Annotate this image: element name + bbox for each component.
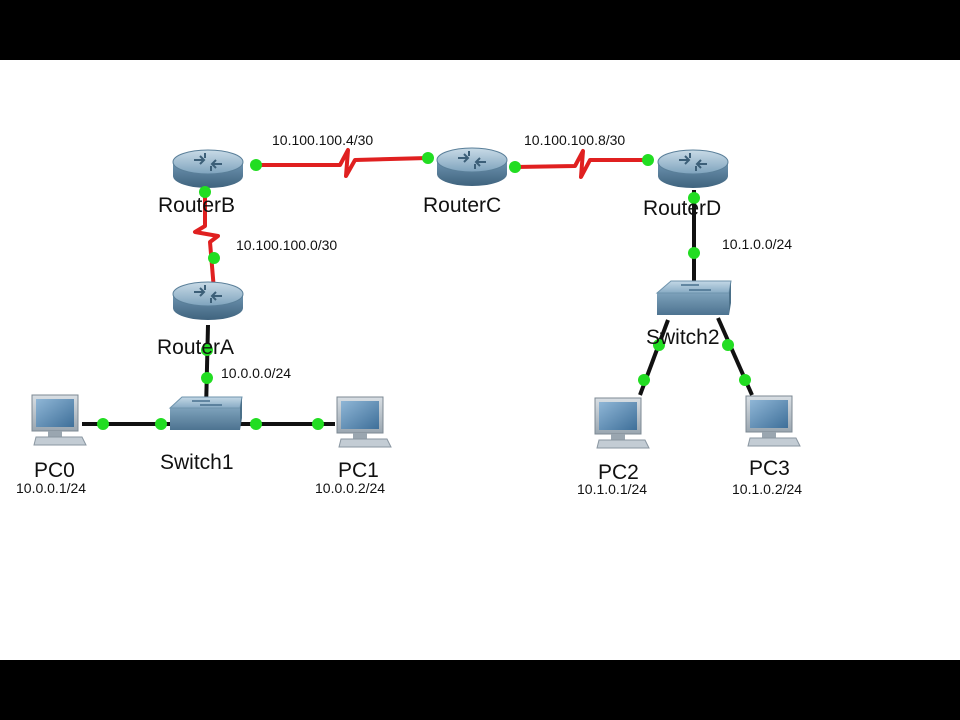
- port-up-dot: [638, 374, 650, 386]
- switch1-device[interactable]: [168, 396, 243, 430]
- ethernet-link-routera-switch1[interactable]: [204, 324, 210, 411]
- port-up-dot: [509, 161, 521, 173]
- switch1-label: Switch1: [160, 451, 234, 474]
- routera-device[interactable]: [172, 281, 244, 320]
- host-address-pc3: 10.1.0.2/24: [732, 481, 802, 497]
- routerb-device[interactable]: [172, 149, 244, 188]
- routerc-label: RouterC: [423, 194, 501, 217]
- port-up-dot: [201, 344, 213, 356]
- device-labels: RouterB RouterC RouterD RouterA Switch1 …: [34, 194, 790, 484]
- serial-link-routerb-routera[interactable]: [193, 192, 220, 291]
- port-up-dot: [250, 418, 262, 430]
- port-up-dot: [688, 247, 700, 259]
- routerb-label: RouterB: [158, 194, 235, 217]
- network-label-d-sw2: 10.1.0.0/24: [722, 236, 792, 252]
- pc1-device[interactable]: [336, 396, 392, 448]
- host-address-pc1: 10.0.0.2/24: [315, 480, 385, 496]
- port-status-indicators: [97, 152, 751, 430]
- switch-arrows-icon: [681, 284, 711, 291]
- port-up-dot: [250, 159, 262, 171]
- host-address-pc0: 10.0.0.1/24: [16, 480, 86, 496]
- pc3-label: PC3: [749, 457, 790, 480]
- links: [82, 148, 754, 426]
- router-arrows-icon: [194, 153, 222, 171]
- network-labels: 10.100.100.4/30 10.100.100.8/30 10.100.1…: [16, 132, 802, 497]
- routera-label: RouterA: [157, 336, 234, 359]
- port-up-dot: [312, 418, 324, 430]
- port-up-dot: [155, 418, 167, 430]
- network-label-b-c: 10.100.100.4/30: [272, 132, 373, 148]
- port-up-dot: [722, 339, 734, 351]
- router-arrows-icon: [194, 285, 222, 303]
- port-up-dot: [422, 152, 434, 164]
- port-up-dot: [97, 418, 109, 430]
- serial-link-routerc-routerd[interactable]: [514, 149, 648, 179]
- switch2-label: Switch2: [646, 326, 720, 349]
- switch2-device[interactable]: [655, 280, 732, 315]
- routerc-device[interactable]: [436, 147, 508, 186]
- pc1-label: PC1: [338, 459, 379, 482]
- host-address-pc2: 10.1.0.1/24: [577, 481, 647, 497]
- pc0-device[interactable]: [31, 394, 87, 446]
- port-up-dot: [642, 154, 654, 166]
- pc3-device[interactable]: [745, 395, 801, 447]
- pc0-label: PC0: [34, 459, 75, 482]
- router-arrows-icon: [679, 153, 707, 171]
- port-up-dot: [208, 252, 220, 264]
- routerd-label: RouterD: [643, 197, 721, 220]
- switch-arrows-icon: [192, 400, 222, 406]
- port-up-dot: [201, 372, 213, 384]
- port-up-dot: [739, 374, 751, 386]
- routerd-device[interactable]: [657, 149, 729, 188]
- network-label-c-d: 10.100.100.8/30: [524, 132, 625, 148]
- router-arrows-icon: [458, 151, 486, 169]
- port-up-dot: [688, 192, 700, 204]
- pc2-device[interactable]: [594, 397, 650, 449]
- pc2-label: PC2: [598, 461, 639, 484]
- network-label-a-sw1: 10.0.0.0/24: [221, 365, 291, 381]
- port-up-dot: [199, 186, 211, 198]
- port-up-dot: [653, 339, 665, 351]
- network-label-b-a: 10.100.100.0/30: [236, 237, 337, 253]
- serial-link-routerb-routerc[interactable]: [256, 148, 429, 178]
